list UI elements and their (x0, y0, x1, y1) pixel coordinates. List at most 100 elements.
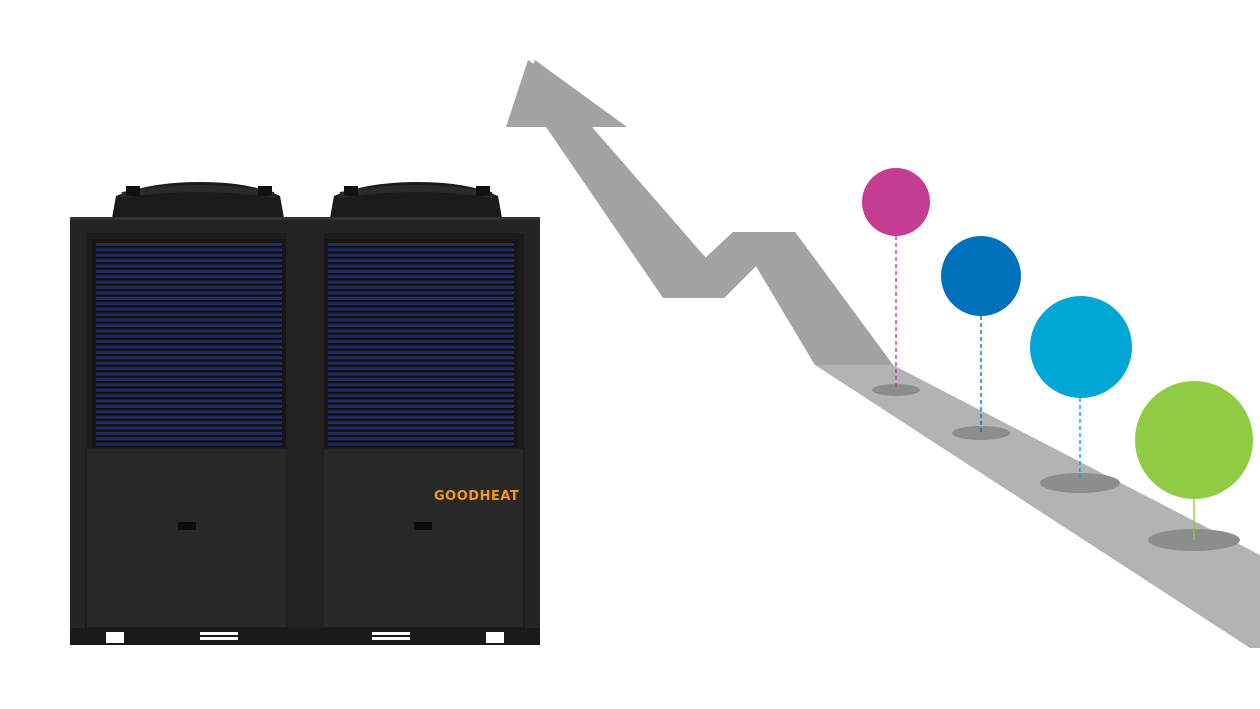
grille-slat (96, 259, 282, 263)
grille-slat-shadow (328, 375, 514, 377)
grille-slat (96, 286, 282, 290)
grille-slat-shadow (328, 343, 514, 345)
right-panel-handle (414, 522, 432, 530)
marker-circle-magenta (862, 168, 930, 236)
grille-slat-shadow (96, 364, 282, 366)
grille-slat (96, 415, 282, 419)
grille-slat-shadow (96, 251, 282, 253)
grille-slat-shadow (96, 348, 282, 350)
grille-slat (96, 394, 282, 398)
grille-slat (328, 280, 514, 284)
forklift-slot-left (200, 632, 238, 640)
grille-slat-shadow (96, 305, 282, 307)
grille-slat (328, 367, 514, 371)
grille-slat-shadow (96, 300, 282, 302)
grille-slat (96, 264, 282, 268)
grille-slat (328, 259, 514, 263)
grille-slat-shadow (328, 256, 514, 258)
grille-slat (96, 356, 282, 360)
grille-slat (96, 410, 282, 414)
grille-slat-shadow (96, 440, 282, 442)
grille-slat-shadow (328, 321, 514, 323)
grille-slat-shadow (328, 267, 514, 269)
grille-slat-shadow (96, 429, 282, 431)
grille-slat (328, 361, 514, 365)
grille-slat-shadow (96, 375, 282, 377)
grille-slat (328, 302, 514, 306)
grille-slat-shadow (96, 381, 282, 383)
grille-slat (96, 378, 282, 381)
grille-slat-shadow (96, 283, 282, 285)
grille-slat-shadow (96, 402, 282, 404)
grille-slat (96, 324, 282, 327)
grille-slat (96, 405, 282, 408)
grille-slat (96, 275, 282, 279)
grille-slat-shadow (96, 273, 282, 275)
grille-slat (328, 291, 514, 295)
grille-slat-shadow (96, 354, 282, 356)
grille-slat (328, 324, 514, 327)
grille-slat-shadow (328, 283, 514, 285)
grille-slat-shadow (328, 337, 514, 339)
marker-shadow-2 (952, 426, 1010, 440)
grille-slat (96, 345, 282, 349)
grille-slat-shadow (96, 332, 282, 334)
grille-slat-shadow (328, 300, 514, 302)
brand-label: GOODHEAT (434, 489, 519, 504)
grille-slat (328, 442, 514, 446)
grille-slat-shadow (328, 418, 514, 420)
grille-slat-shadow (328, 327, 514, 329)
grille-slat (328, 415, 514, 419)
grille-slat-shadow (96, 278, 282, 280)
grille-slat (328, 394, 514, 398)
grille-slat-shadow (328, 402, 514, 404)
grille-slat (96, 270, 282, 273)
grille-slat (96, 334, 282, 338)
forklift-slot-right (372, 632, 410, 640)
marker-circle-dark-blue (941, 236, 1021, 316)
grille-slat-shadow (96, 391, 282, 393)
grille-slat (96, 248, 282, 252)
arrow-ground-band (815, 365, 1260, 648)
grille-slat (96, 280, 282, 284)
base-foot-right (486, 632, 504, 643)
grille-slat-shadow (96, 256, 282, 258)
grille-slat-shadow (328, 310, 514, 312)
left-service-panel (85, 447, 288, 629)
grille-slat-shadow (96, 337, 282, 339)
grille-slat (328, 340, 514, 344)
grille-slat (328, 378, 514, 381)
grille-slat (328, 307, 514, 311)
grille-slat-shadow (328, 381, 514, 383)
right-fan-icon (330, 182, 502, 218)
grille-slat-shadow (328, 386, 514, 388)
grille-slat (328, 345, 514, 349)
grille-slat-shadow (96, 310, 282, 312)
grille-slat-shadow (328, 332, 514, 334)
grille-slat-shadow (328, 354, 514, 356)
grille-slat-shadow (96, 424, 282, 426)
grille-slat (328, 318, 514, 322)
grille-slat-shadow (96, 267, 282, 269)
arrow-head (506, 60, 627, 127)
grille-slat (328, 421, 514, 425)
marker-circle-light-blue (1030, 296, 1132, 398)
grille-slat-shadow (328, 359, 514, 361)
grille-slat (328, 286, 514, 290)
grille-slat (96, 361, 282, 365)
grille-slat-shadow (96, 246, 282, 248)
grille-slat (96, 297, 282, 300)
grille-slat (328, 410, 514, 414)
grille-slat-shadow (328, 391, 514, 393)
grille-slat (96, 421, 282, 425)
grille-slat (328, 351, 514, 354)
grille-slat-shadow (96, 321, 282, 323)
grille-slat-shadow (96, 343, 282, 345)
grille-slat-shadow (96, 408, 282, 410)
grille-slat (328, 383, 514, 387)
grille-slat-shadow (96, 435, 282, 437)
grille-slat (96, 367, 282, 371)
grille-slat (328, 243, 514, 246)
